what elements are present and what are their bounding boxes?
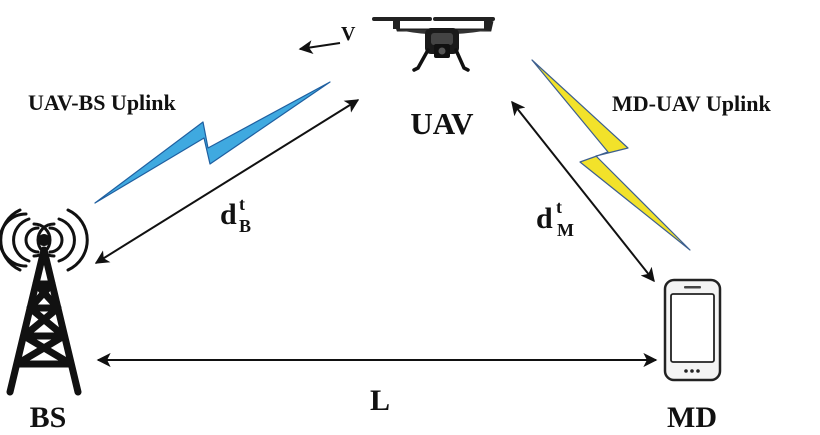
d-m-label: d t M [536, 197, 574, 240]
l-label: L [370, 384, 390, 417]
svg-text:M: M [557, 220, 574, 240]
velocity-label: V [341, 23, 356, 45]
uav-label: UAV [410, 106, 474, 141]
d-b-label: d t B [220, 194, 251, 236]
svg-text:B: B [239, 216, 251, 236]
svg-text:d: d [220, 198, 237, 231]
bs-label: BS [30, 401, 67, 434]
phone-icon [663, 278, 722, 382]
svg-text:d: d [536, 202, 553, 235]
uav-bs-uplink-label: UAV-BS Uplink [28, 90, 177, 115]
tower-icon [0, 208, 89, 396]
d-m-arrow [511, 100, 655, 283]
svg-text:t: t [239, 194, 245, 214]
d-b-arrow [94, 99, 360, 264]
velocity-arrow: V [298, 23, 356, 55]
md-uav-uplink-label: MD-UAV Uplink [612, 91, 771, 116]
md-label: MD [667, 401, 717, 434]
drone-icon [372, 17, 495, 72]
md-uav-uplink-bolt [531, 59, 691, 251]
svg-text:t: t [556, 197, 562, 217]
